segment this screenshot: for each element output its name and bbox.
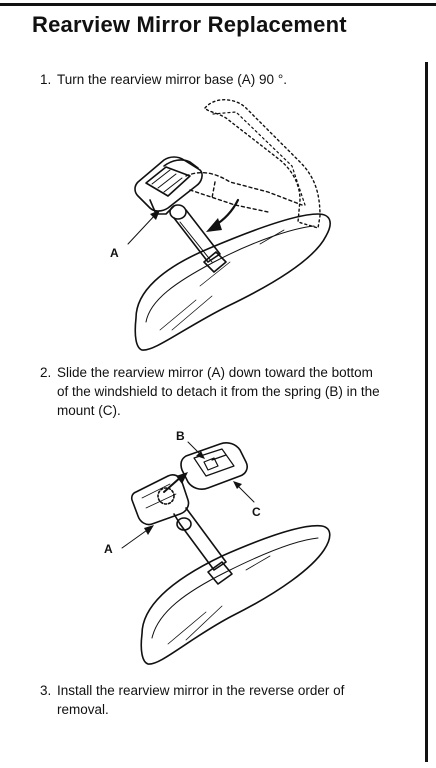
figure-2-label-b: B: [176, 429, 185, 443]
leader-line-a2: [121, 527, 151, 549]
step-2-number: 2.: [40, 365, 52, 380]
mount-base: [134, 156, 203, 212]
ball-joint: [169, 204, 187, 220]
figure-1-label-a: A: [110, 246, 119, 260]
mirror-arm-2: [173, 507, 227, 571]
ghost-mirror-inner: [212, 111, 306, 206]
step-2-text: Slide the rearview mirror (A) down towar…: [57, 365, 380, 418]
step-1-number: 1.: [40, 72, 52, 87]
spring: [203, 454, 227, 471]
mirror-base-pivot: [157, 487, 175, 505]
step-1-text: Turn the rearview mirror base (A) 90 °.: [57, 72, 287, 87]
page-title: Rearview Mirror Replacement: [32, 12, 347, 37]
ghost-mirror-outline: [204, 99, 321, 229]
step-3-text: Install the rearview mirror in the rever…: [57, 683, 345, 717]
figure-2-label-a: A: [104, 542, 113, 556]
right-margin-rule: [425, 62, 428, 762]
slide-arrowhead: [176, 472, 188, 484]
top-rule: [0, 3, 436, 6]
rotation-arrowhead: [206, 218, 222, 232]
mirror-body-2: [140, 524, 331, 665]
windshield-mount-inner: [193, 448, 235, 477]
ball-joint-2: [176, 517, 192, 531]
figure-1-illustration: [127, 99, 331, 351]
figure-2-label-c: C: [252, 505, 261, 519]
mount-base-inner: [145, 166, 191, 197]
ghost-mount: [185, 171, 303, 213]
windshield-mount: [180, 442, 248, 490]
figure-2-illustration: [121, 441, 331, 665]
arm-collar-2: [207, 561, 233, 585]
mirror-inner-edge-2: [151, 537, 319, 639]
mirror-body: [134, 213, 331, 351]
mirror-base: [130, 474, 190, 526]
mirror-arm: [173, 209, 221, 263]
step-3-number: 3.: [40, 683, 52, 698]
mirror-inner-edge: [145, 225, 315, 323]
arm-collar: [203, 251, 227, 273]
leader-line-a1: [127, 213, 157, 245]
